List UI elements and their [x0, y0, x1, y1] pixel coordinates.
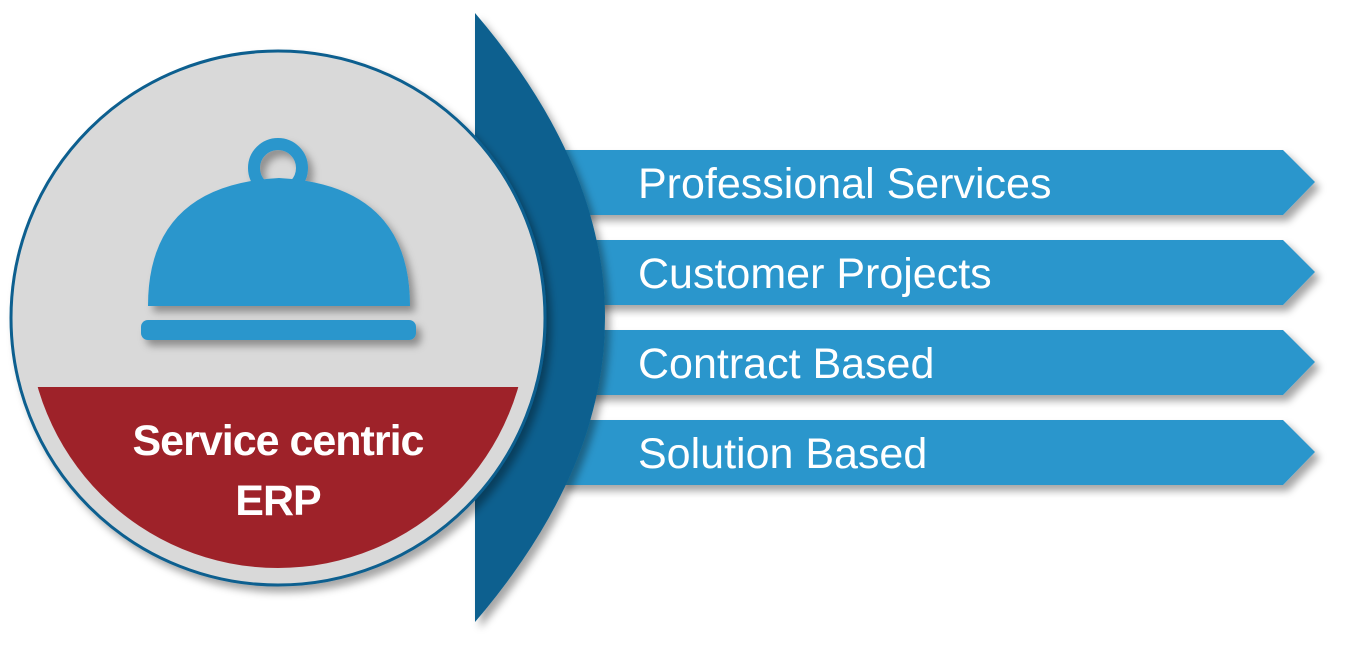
arrow-item: Customer Projects: [560, 240, 1315, 305]
arrow-item: Contract Based: [560, 330, 1315, 395]
arrow-label: Customer Projects: [638, 250, 992, 298]
arrow-list: Professional Services Customer Projects …: [560, 150, 1315, 485]
center-title-line2: ERP: [235, 477, 321, 525]
arrow-item: Solution Based: [560, 420, 1315, 485]
center-title-line1: Service centric: [133, 417, 424, 465]
arrow-item: Professional Services: [560, 150, 1315, 215]
arrow-label: Solution Based: [638, 430, 927, 478]
cloche-icon: [141, 138, 416, 340]
arrow-label: Professional Services: [638, 160, 1051, 208]
arrow-label: Contract Based: [638, 340, 934, 388]
